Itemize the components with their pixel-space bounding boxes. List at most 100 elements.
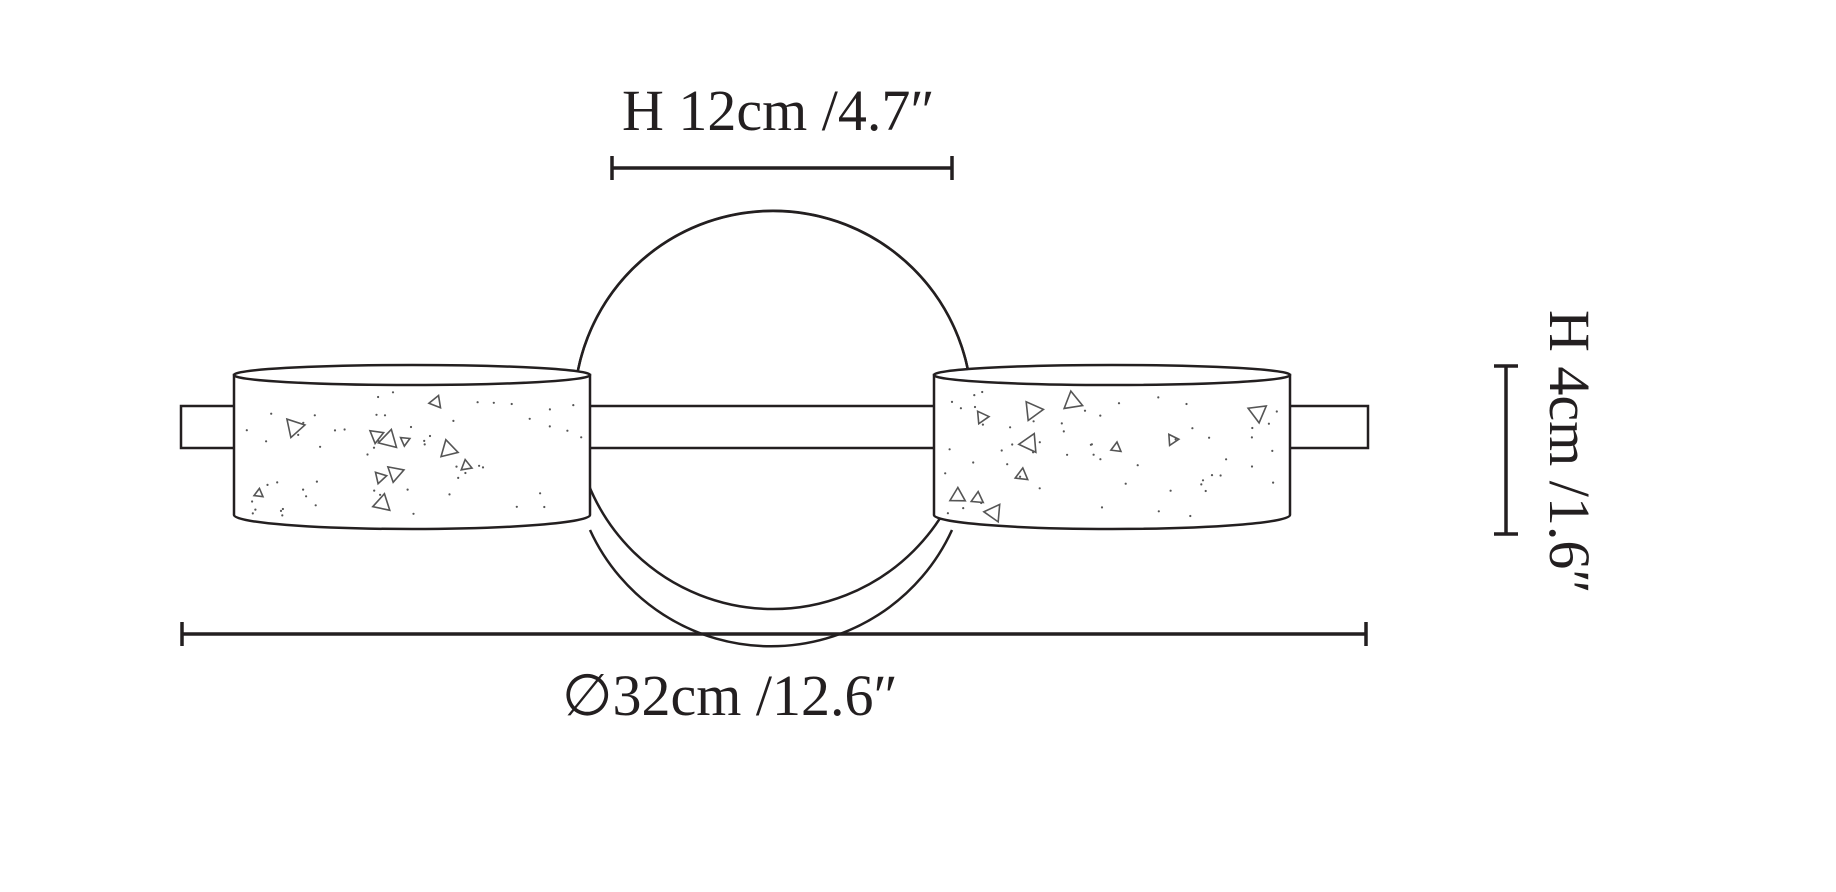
speckle-dot (1038, 441, 1041, 444)
speckle-triangle (1062, 389, 1085, 410)
speckle-dot (266, 483, 269, 486)
left-shade-speckle-pattern (245, 391, 583, 517)
bottom-dimension-line (180, 622, 1368, 646)
speckle-dot (409, 425, 413, 429)
speckle-dot (1157, 510, 1160, 513)
speckle-triangle (1109, 440, 1123, 453)
left-cylinder-shade (232, 363, 592, 531)
speckle-dot (1060, 422, 1063, 425)
speckle-dot (572, 404, 575, 407)
speckle-dot (251, 512, 254, 515)
speckle-triangle (1167, 433, 1181, 447)
speckle-dot (383, 414, 387, 417)
speckle-dot (314, 504, 317, 507)
speckle-dot (1250, 465, 1254, 468)
speckle-dot (1099, 458, 1102, 461)
speckle-dot (1019, 475, 1022, 478)
speckle-dot (279, 509, 283, 512)
speckle-dot (406, 488, 409, 491)
speckle-triangle (982, 503, 1001, 524)
speckle-dot (1066, 453, 1069, 456)
speckle-dot (580, 436, 583, 439)
speckle-triangle (371, 492, 391, 512)
speckle-dot (1000, 449, 1003, 452)
speckle-dot (981, 423, 985, 426)
speckle-dot (281, 514, 284, 517)
speckle-dot (1136, 464, 1139, 467)
speckle-dot (962, 507, 965, 510)
speckle-dot (1272, 481, 1275, 484)
speckle-dot (245, 429, 248, 432)
speckle-dot (1275, 410, 1278, 413)
side-dimension-label: H 4cm /1.6″ (1537, 310, 1602, 594)
speckle-dot (1174, 438, 1177, 441)
speckle-dot (1208, 436, 1211, 439)
speckle-triangle (459, 457, 474, 471)
speckle-dot (1083, 409, 1087, 412)
speckle-triangle (427, 394, 442, 409)
speckle-dot (315, 480, 318, 483)
speckle-dot (481, 466, 485, 469)
speckle-dot (1251, 426, 1254, 430)
speckle-dot (539, 492, 542, 495)
right-shade-speckle-pattern (944, 389, 1278, 524)
speckle-dot (270, 412, 273, 415)
speckle-dot (377, 395, 380, 399)
speckle-triangle (374, 471, 389, 486)
speckle-dot (305, 495, 308, 498)
speckle-triangle (948, 485, 967, 502)
speckle-dot (455, 465, 458, 468)
speckle-dot (375, 413, 378, 416)
speckle-triangle (976, 409, 991, 426)
speckle-dot (1062, 430, 1065, 433)
speckle-dot (1089, 443, 1092, 446)
speckle-dot (1250, 436, 1253, 439)
speckle-triangle (1025, 400, 1046, 422)
speckle-dot (423, 439, 426, 442)
speckle-dot (492, 401, 495, 404)
speckle-dot (372, 446, 376, 449)
central-disc-outline-top (576, 209, 970, 371)
speckle-dot (265, 440, 268, 443)
speckle-dot (343, 428, 346, 431)
speckle-dot (476, 401, 479, 404)
speckle-dot (254, 508, 257, 511)
speckle-dot (1189, 514, 1192, 518)
speckle-dot (566, 429, 569, 432)
speckle-dot (1009, 426, 1012, 429)
speckle-dot (281, 507, 284, 511)
speckle-triangle (1246, 404, 1268, 425)
speckle-dot (972, 461, 975, 464)
speckle-dot (1191, 427, 1194, 430)
speckle-dot (1271, 449, 1274, 452)
speckle-dot (464, 471, 467, 475)
speckle-dot (1157, 396, 1160, 399)
right-cylinder-shade (932, 363, 1292, 531)
speckle-triangle (1013, 466, 1029, 481)
speckle-dot (428, 434, 432, 438)
bottom-dimension-label: ∅32cm /12.6″ (562, 663, 898, 728)
speckle-dot (1185, 402, 1188, 406)
speckle-dot (1169, 489, 1172, 492)
speckle-triangle (368, 429, 386, 446)
speckle-dot (1100, 506, 1104, 509)
speckle-dot (548, 408, 552, 411)
speckle-triangle (285, 417, 307, 440)
speckle-dot (478, 464, 481, 467)
speckle-dot (333, 429, 337, 432)
top-dimension-label: H 12cm /4.7″ (622, 78, 935, 143)
speckle-dot (1011, 443, 1014, 446)
speckle-dot (366, 453, 369, 456)
speckle-dot (448, 493, 451, 496)
speckle-dot (528, 417, 531, 420)
speckle-dot (1038, 487, 1041, 490)
speckle-dot (452, 419, 455, 422)
speckle-dot (1200, 483, 1203, 486)
speckle-dot (959, 407, 963, 410)
speckle-dot (1124, 482, 1127, 485)
speckle-dot (457, 476, 460, 479)
speckle-dot (319, 445, 322, 448)
speckle-dot (1267, 422, 1270, 425)
speckle-dot (391, 391, 395, 394)
